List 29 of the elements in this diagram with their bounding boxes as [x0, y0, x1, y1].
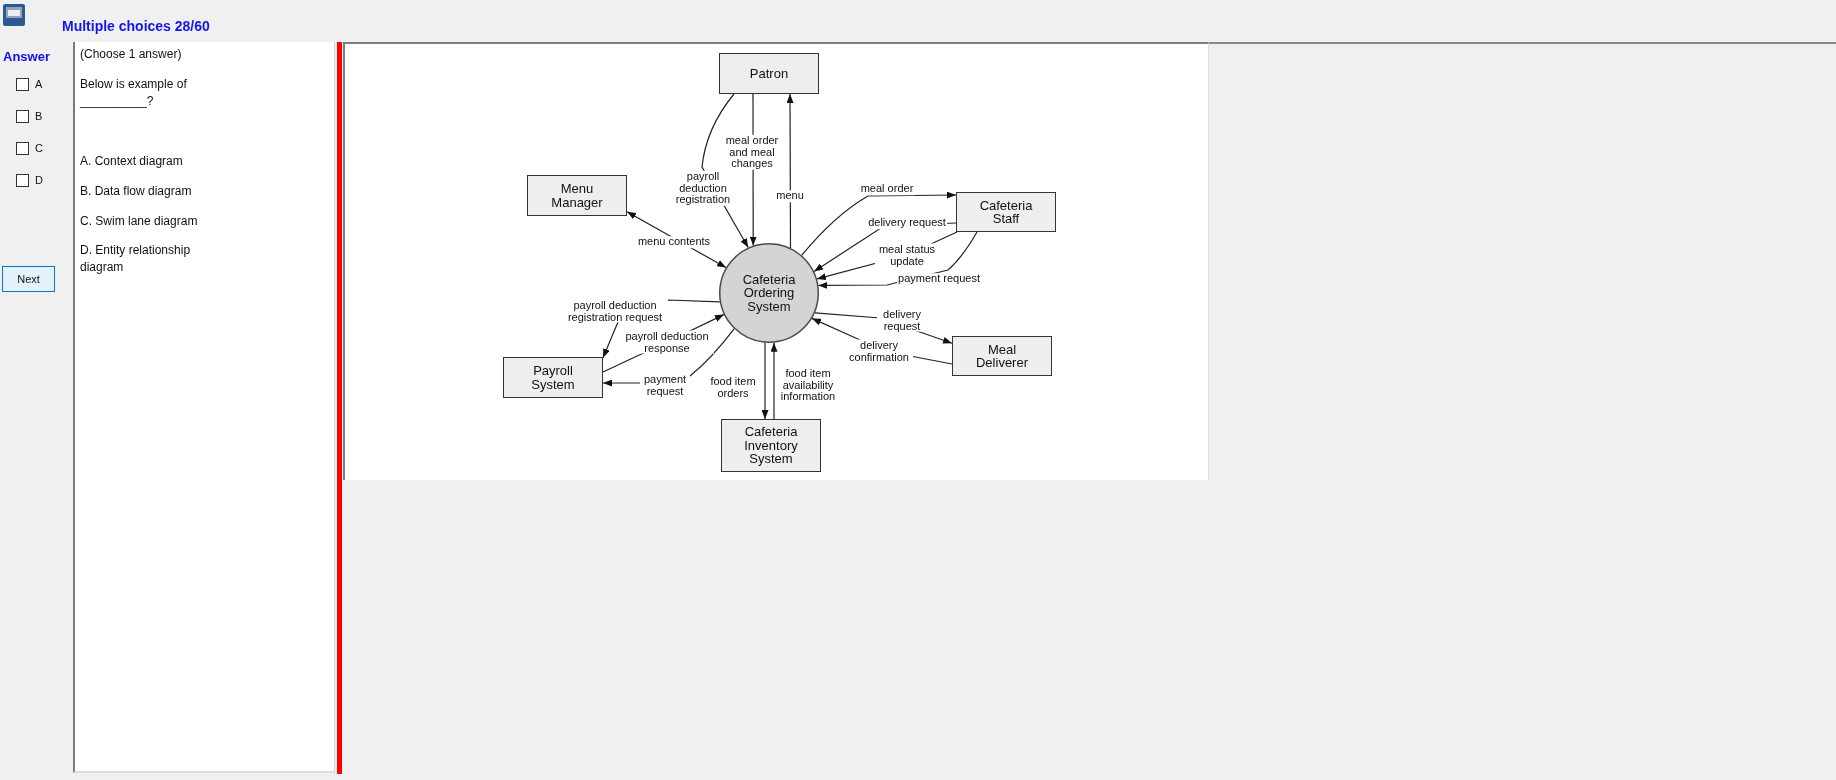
option-letter: A: [35, 77, 43, 91]
answer-option: D. Entity relationship diagram: [80, 242, 212, 276]
option-letter: C: [35, 141, 43, 155]
next-button: Next: [2, 266, 55, 292]
header-title: Multiple choices 28/60: [62, 18, 210, 35]
question-text: Below is example of __________?: [80, 76, 188, 110]
option-letter: B: [35, 109, 43, 123]
edge-label: payment request: [640, 373, 690, 397]
entity-box: Payroll System: [503, 357, 603, 398]
process-circle: Cafeteria Ordering System: [719, 243, 819, 343]
edge-label: delivery request: [867, 217, 947, 229]
entity-box: Patron: [719, 53, 819, 94]
option-letter: D: [35, 173, 43, 187]
entity-box: Cafeteria Inventory System: [721, 419, 821, 472]
edge-label: menu contents: [636, 236, 712, 248]
flow-arrow: [761, 342, 769, 420]
flow-arrow: [786, 93, 794, 249]
instruction-text: (Choose 1 answer): [80, 46, 182, 63]
edge-label: menu: [775, 190, 805, 202]
flow-arrow: [770, 342, 778, 420]
answer-option: A. Context diagram: [80, 153, 212, 170]
edge-label: meal order: [859, 183, 915, 195]
answer-option: B. Data flow diagram: [80, 183, 212, 200]
entity-box: Cafeteria Staff: [956, 192, 1056, 232]
edge-label: payment request: [897, 273, 981, 285]
entity-box: Meal Deliverer: [952, 336, 1052, 376]
answer-heading: Answer: [3, 49, 50, 64]
entity-box: Menu Manager: [527, 175, 627, 216]
answer-option: C. Swim lane diagram: [80, 213, 212, 230]
